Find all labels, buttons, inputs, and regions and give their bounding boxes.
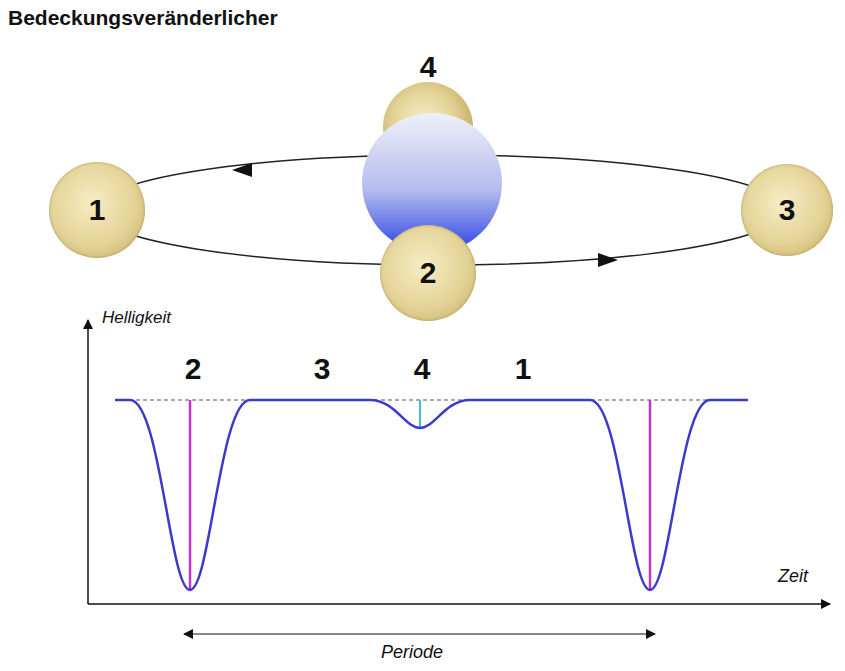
baseline (115, 400, 748, 401)
phase-number: 3 (314, 352, 331, 386)
x-axis (88, 603, 830, 605)
title: Bedeckungsveränderlicher (8, 6, 278, 30)
star-label-node: 4 (407, 46, 449, 88)
primary-minimum-marker (649, 400, 652, 590)
star: 2 (380, 225, 476, 321)
y-axis (87, 320, 89, 604)
star-number: 4 (420, 50, 437, 84)
axis-label: Helligkeit (102, 308, 171, 328)
star-number: 1 (89, 193, 106, 227)
star-number: 2 (420, 256, 437, 290)
star: 1 (49, 162, 145, 258)
period-arrow (184, 633, 655, 634)
secondary-minimum-marker (419, 400, 421, 428)
orbit-arrow (598, 253, 618, 267)
star: 3 (741, 164, 833, 256)
primary-minimum-marker (189, 400, 192, 590)
period-label: Periode (381, 642, 443, 663)
phase-number: 2 (185, 352, 202, 386)
orbit-arrow (232, 163, 252, 177)
phase-number: 4 (414, 352, 431, 386)
phase-number: 1 (515, 352, 532, 386)
light-curve (115, 400, 748, 590)
star-number: 3 (779, 193, 796, 227)
axis-label: Zeit (778, 566, 808, 587)
